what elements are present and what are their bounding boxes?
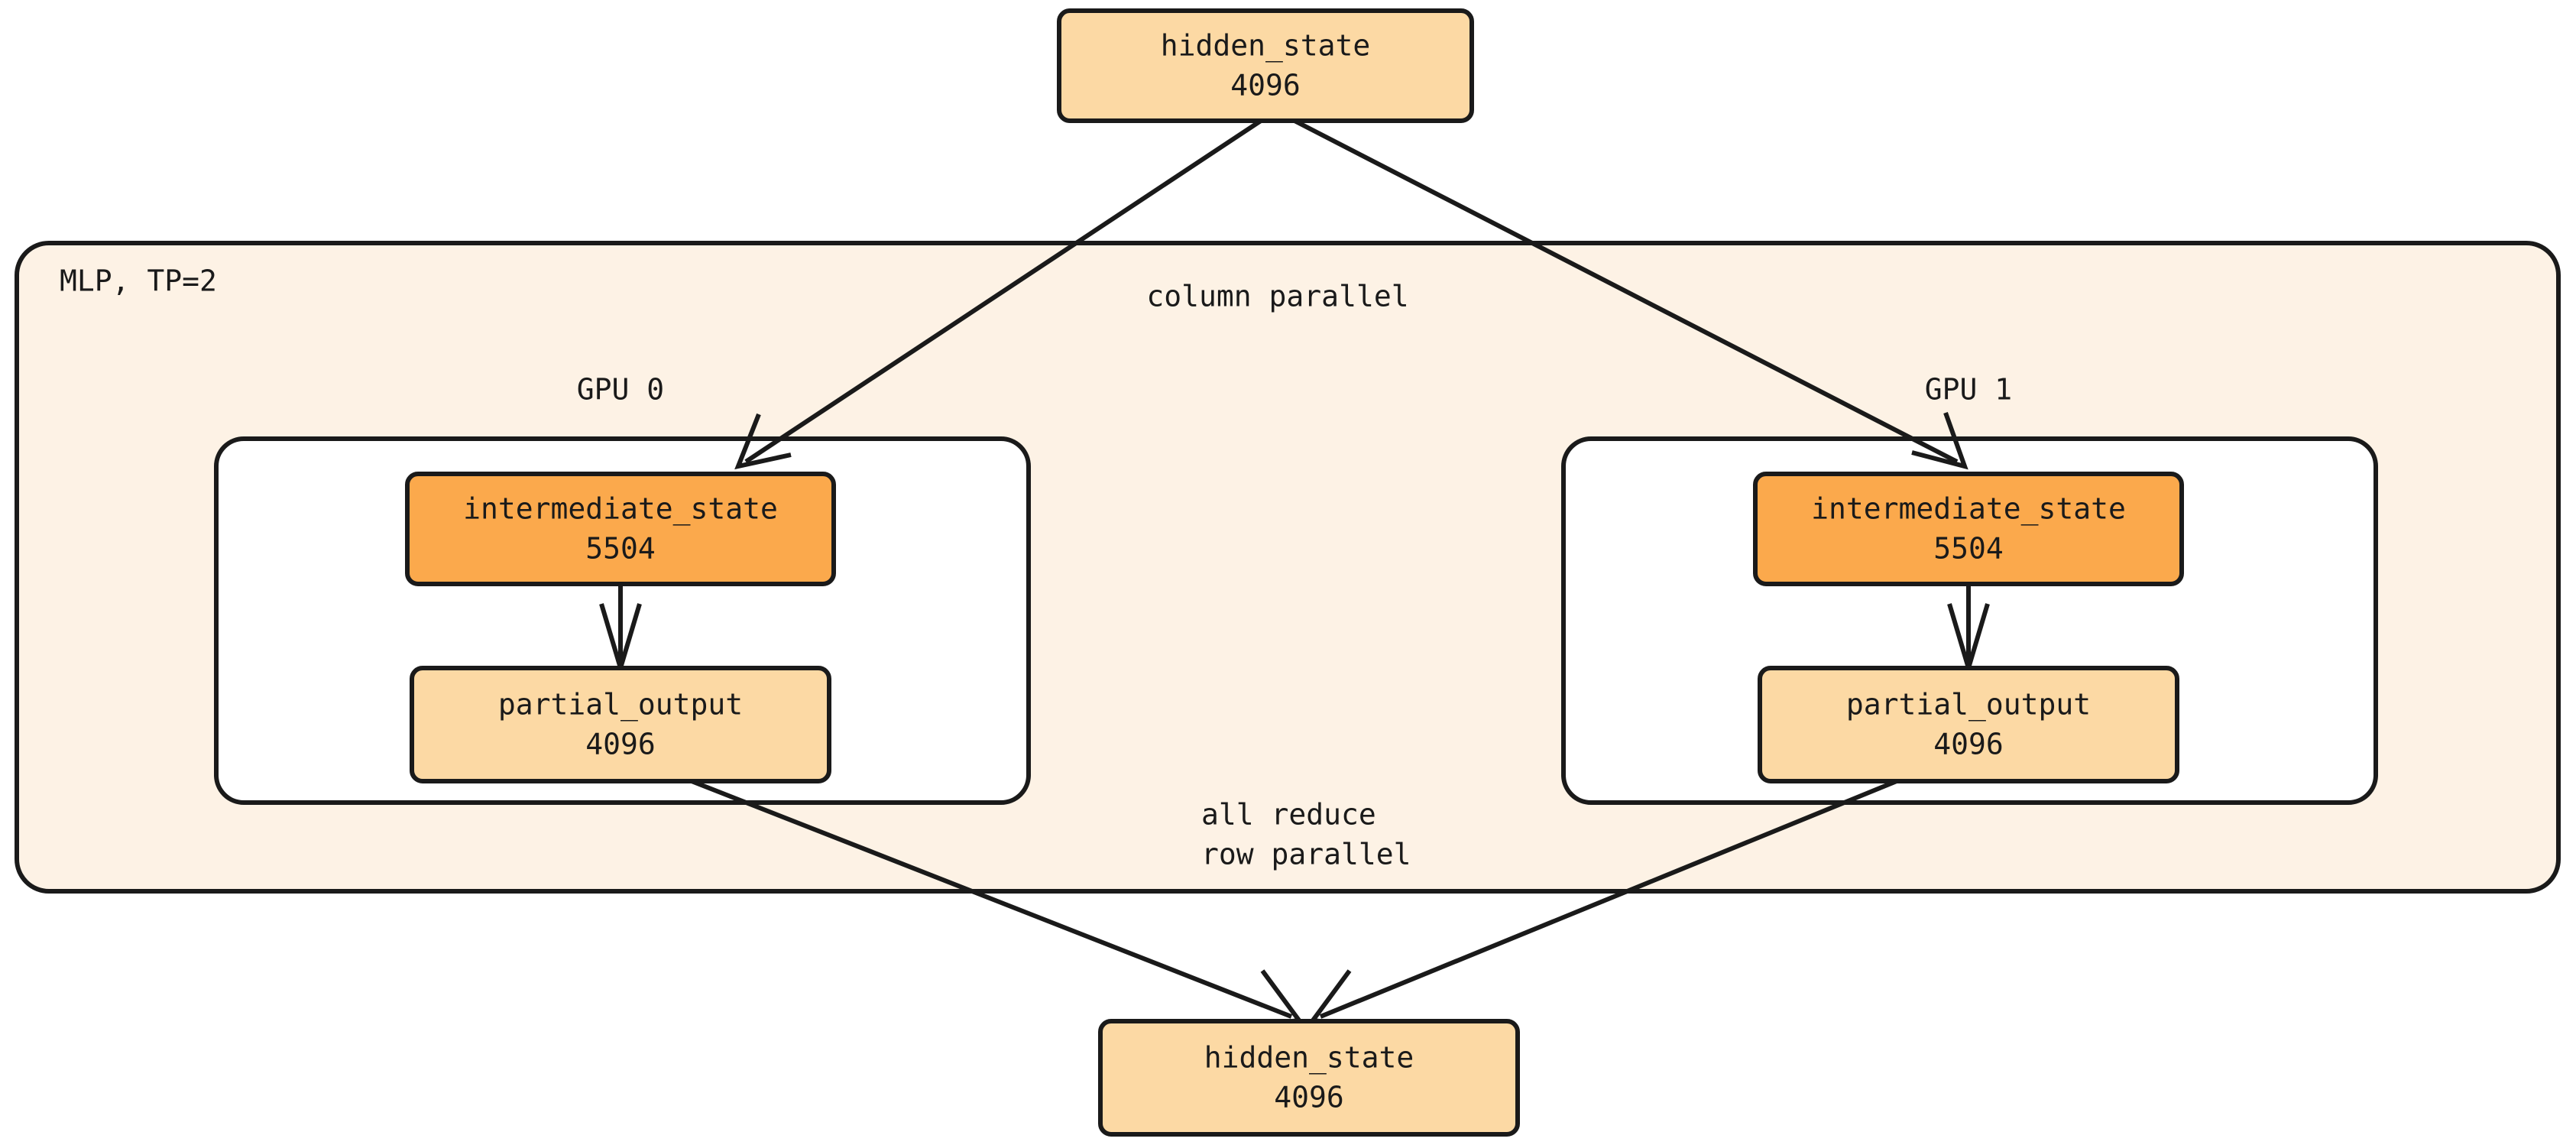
node-gpu0-partial-output-box[interactable]: [410, 666, 831, 783]
node-gpu0-intermediate-state-size: 5504: [585, 532, 656, 566]
node-gpu0-intermediate-state-box[interactable]: [405, 472, 836, 586]
node-gpu0-intermediate-state-name: intermediate_state: [463, 492, 778, 527]
node-gpu1-partial-output[interactable]: partial_output 4096: [1758, 666, 2179, 783]
edge-gpu0-partial-to-output: [690, 779, 1293, 1019]
edge-input-to-gpu1: [1293, 118, 1959, 464]
cluster-gpu1-label: GPU 1: [1925, 373, 2012, 407]
edge-label-row-parallel: row parallel: [1201, 838, 1411, 871]
node-gpu1-intermediate-state[interactable]: intermediate_state 5504: [1753, 472, 2184, 586]
node-input-hidden-state-box[interactable]: [1057, 8, 1474, 123]
edge-input-to-gpu0: [744, 118, 1262, 464]
node-output-hidden-state[interactable]: hidden_state 4096: [1098, 1019, 1520, 1137]
node-output-hidden-state-box[interactable]: [1098, 1019, 1520, 1137]
node-gpu0-partial-output-size: 4096: [585, 728, 656, 761]
node-gpu1-partial-output-size: 4096: [1933, 728, 2004, 761]
node-input-hidden-state-size: 4096: [1230, 69, 1301, 102]
node-gpu1-intermediate-state-size: 5504: [1933, 532, 2004, 566]
node-input-hidden-state-name: hidden_state: [1161, 29, 1371, 63]
edge-label-column-parallel: column parallel: [1146, 280, 1408, 313]
node-output-hidden-state-name: hidden_state: [1204, 1041, 1414, 1075]
node-gpu1-intermediate-state-name: intermediate_state: [1811, 492, 2126, 527]
cluster-mlp-label: MLP, TP=2: [60, 264, 217, 298]
edge-gpu1-partial-to-output: [1319, 779, 1898, 1019]
node-gpu0-intermediate-state[interactable]: intermediate_state 5504: [405, 472, 836, 586]
node-input-hidden-state[interactable]: hidden_state 4096: [1057, 8, 1474, 123]
node-output-hidden-state-size: 4096: [1274, 1081, 1344, 1114]
node-gpu0-partial-output[interactable]: partial_output 4096: [410, 666, 831, 783]
arrowhead-input-to-gpu0: [734, 413, 792, 470]
node-gpu1-partial-output-box[interactable]: [1758, 666, 2179, 783]
arrowhead-input-to-gpu1: [1911, 411, 1968, 470]
edge-label-all-reduce: all reduce: [1201, 798, 1376, 832]
node-gpu1-intermediate-state-box[interactable]: [1753, 472, 2184, 586]
cluster-gpu0-label: GPU 0: [577, 373, 664, 407]
node-gpu0-partial-output-name: partial_output: [498, 688, 743, 722]
node-gpu1-partial-output-name: partial_output: [1846, 688, 2091, 722]
